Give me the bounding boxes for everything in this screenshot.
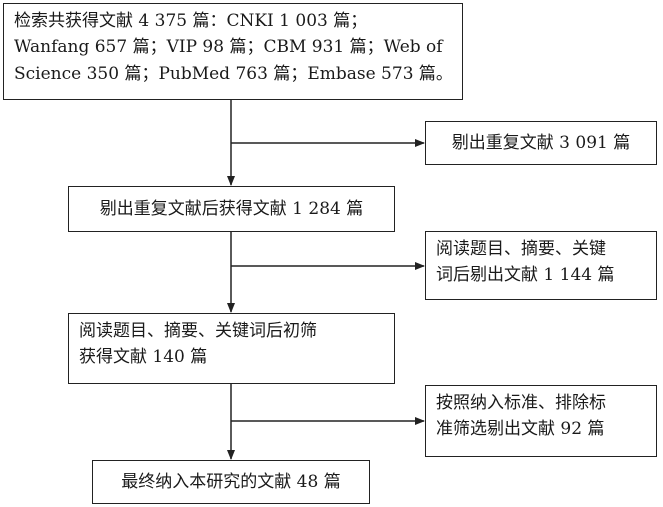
duplicates-removed-box: 剔出重复文献 3 091 篇: [425, 121, 657, 165]
final-included-text: 最终纳入本研究的文献 48 篇: [121, 471, 341, 492]
criteria-removed-line-2: 准筛选剔出文献 92 篇: [436, 419, 605, 440]
preliminary-screening-line-2: 获得文献 140 篇: [79, 347, 208, 368]
search-results-box: 检索共获得文献 4 375 篇：CNKI 1 003 篇； Wanfang 65…: [3, 3, 463, 100]
after-dedup-box: 剔出重复文献后获得文献 1 284 篇: [68, 186, 395, 232]
title-abstract-removed-line-2: 词后剔出文献 1 144 篇: [436, 265, 615, 286]
search-line-2: Wanfang 657 篇；VIP 98 篇；CBM 931 篇；Web of: [14, 37, 443, 58]
search-line-1: 检索共获得文献 4 375 篇：CNKI 1 003 篇；: [14, 11, 368, 31]
title-abstract-removed-box: 阅读题目、摘要、关键 词后剔出文献 1 144 篇: [425, 231, 657, 300]
duplicates-removed-text: 剔出重复文献 3 091 篇: [451, 132, 631, 153]
search-line-3: Science 350 篇；PubMed 763 篇；Embase 573 篇。: [14, 63, 453, 84]
criteria-removed-line-1: 按照纳入标准、排除标: [436, 393, 606, 413]
preliminary-screening-box: 阅读题目、摘要、关键词后初筛 获得文献 140 篇: [68, 313, 395, 384]
title-abstract-removed-line-1: 阅读题目、摘要、关键: [436, 239, 606, 259]
criteria-removed-box: 按照纳入标准、排除标 准筛选剔出文献 92 篇: [425, 385, 657, 457]
after-dedup-text: 剔出重复文献后获得文献 1 284 篇: [99, 198, 364, 219]
final-included-box: 最终纳入本研究的文献 48 篇: [92, 460, 370, 504]
preliminary-screening-line-1: 阅读题目、摘要、关键词后初筛: [79, 321, 317, 341]
